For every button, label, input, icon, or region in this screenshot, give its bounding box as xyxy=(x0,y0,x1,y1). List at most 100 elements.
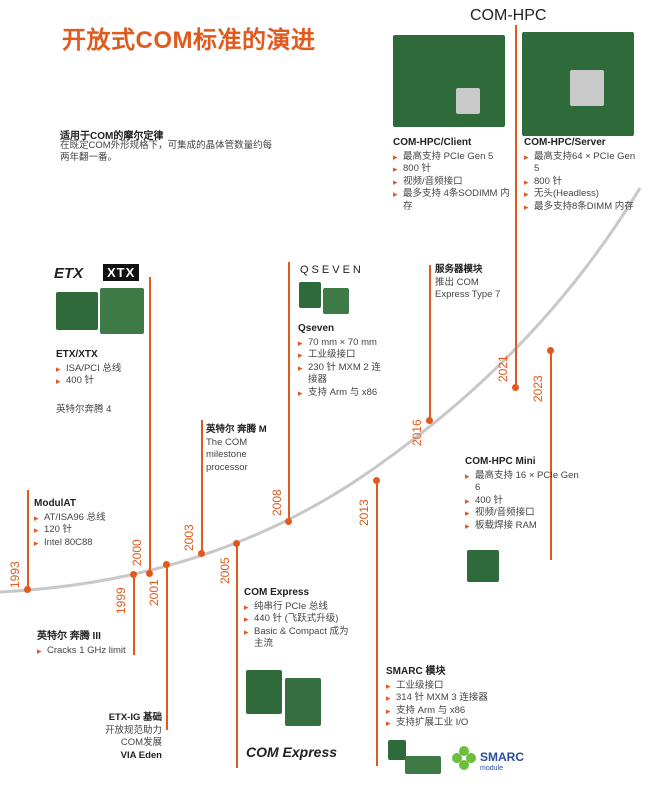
smarc-logo-sub: module xyxy=(480,765,503,772)
comexpress-item: Basic & Compact 成为主流 xyxy=(244,626,354,651)
server-module-text: 推出 COM Express Type 7 xyxy=(435,276,501,301)
xtx-board-image xyxy=(100,288,144,334)
qseven-board-image-2 xyxy=(323,288,349,314)
qseven-board-image xyxy=(299,282,321,308)
comexpress-block: COM Express 纯串行 PCIe 总线 440 针 (飞跃式升级) Ba… xyxy=(244,587,354,651)
smarc-heading: SMARC 模块 xyxy=(386,666,446,677)
etx-ig-line: COM发展 xyxy=(120,737,162,748)
year-2016: 2016 xyxy=(410,419,424,446)
comexpress-heading: COM Express xyxy=(244,587,310,598)
timeline-dot-2003 xyxy=(198,550,205,557)
timeline-dot-2016 xyxy=(426,417,433,424)
moore-text: 在既定COM外形规格下，可集成的晶体管数量约每两年翻一番。 xyxy=(60,140,273,163)
modulat-block: ModulAT AT/ISA96 总线 120 针 Intel 80C88 xyxy=(34,498,129,549)
qseven-logo: QSEVEN xyxy=(300,264,364,276)
modulat-item: 120 针 xyxy=(34,524,129,537)
qseven-heading: Qseven xyxy=(298,323,335,334)
hpc-client-block: COM-HPC/Client 最高支持 PCIe Gen 5 800 针 视频/… xyxy=(393,137,511,213)
timeline-dot-1999 xyxy=(130,571,137,578)
hpc-server-block: COM-HPC/Server 最高支持64 × PCIe Gen 5 800 针… xyxy=(524,137,636,213)
comhpc-logo: COM-HPC xyxy=(470,7,547,24)
smarc-board-image-2 xyxy=(405,756,441,774)
timeline-dot-2023 xyxy=(547,347,554,354)
smarc-item: 支持扩展工业 I/O xyxy=(386,717,496,730)
qseven-item: 支持 Arm 与 x86 xyxy=(298,387,386,400)
modulat-heading: ModulAT xyxy=(34,498,77,509)
timeline-line-2023 xyxy=(550,350,552,560)
etx-ig-via: VIA Eden xyxy=(120,749,162,761)
smarc-logo-text: SMARC xyxy=(480,750,524,764)
hpc-server-item: 800 针 xyxy=(524,176,636,189)
hpc-mini-item: 视频/音频接口 xyxy=(465,507,580,520)
smarc-item: 支持 Arm 与 x86 xyxy=(386,705,496,718)
etx-ig-block: ETX-IG 基础 开放规范助力 COM发展 VIA Eden xyxy=(100,712,162,762)
comhpc-client-cpu-image xyxy=(456,88,480,114)
smarc-board-image xyxy=(388,740,406,760)
comexpress-item: 440 针 (飞跃式升级) xyxy=(244,613,354,626)
server-module-heading: 服务器模块 xyxy=(435,264,483,275)
etx-block: ETX/XTX ISA/PCI 总线 400 针 xyxy=(56,349,146,388)
year-2005: 2005 xyxy=(218,557,232,584)
qseven-item: 70 mm × 70 mm xyxy=(298,337,386,350)
hpc-mini-board-image xyxy=(467,550,499,582)
etx-item: 400 针 xyxy=(56,375,146,388)
pentium-m-block: 英特尔 奔腾 M The COM milestone processor xyxy=(206,424,278,474)
smarc-logo-icon xyxy=(452,746,476,770)
page-title: 开放式COM标准的演进 xyxy=(62,27,316,54)
year-2001: 2001 xyxy=(147,579,161,606)
hpc-mini-heading: COM-HPC Mini xyxy=(465,456,536,467)
timeline-line-2000 xyxy=(149,277,151,575)
etx-board-image xyxy=(56,292,98,330)
comexpress-board-image xyxy=(246,670,282,714)
comexpress-item: 纯串行 PCIe 总线 xyxy=(244,601,354,614)
hpc-server-item: 无头(Headless) xyxy=(524,188,636,201)
timeline-line-2016 xyxy=(429,265,431,421)
hpc-client-item: 800 针 xyxy=(393,163,511,176)
comexpress-logo: COM Express xyxy=(246,744,338,760)
hpc-mini-item: 400 针 xyxy=(465,495,580,508)
timeline-line-2003 xyxy=(201,420,203,554)
timeline-dot-2021 xyxy=(512,384,519,391)
hpc-client-item: 视频/音频接口 xyxy=(393,176,511,189)
timeline-dot-2005 xyxy=(233,540,240,547)
hpc-client-item: 最多支持 4条SODIMM 内存 xyxy=(393,188,511,213)
moore-heading: 适用于COM的摩尔定律 xyxy=(60,131,164,142)
smarc-block: SMARC 模块 工业级接口 314 针 MXM 3 连接器 支持 Arm 与 … xyxy=(386,666,496,730)
timeline-line-2005 xyxy=(236,543,238,768)
qseven-item: 230 针 MXM 2 连接器 xyxy=(298,362,386,387)
modulat-item: AT/ISA96 总线 xyxy=(34,512,129,525)
etx-ig-line: 开放规范助力 xyxy=(104,724,162,736)
hpc-mini-item: 板载焊接 RAM xyxy=(465,520,580,533)
timeline-dot-2008 xyxy=(285,518,292,525)
pentium3-heading: 英特尔 奔腾 III xyxy=(37,631,101,642)
hpc-mini-item: 最高支持 16 × PCIe Gen 6 xyxy=(465,470,580,495)
year-2008: 2008 xyxy=(270,489,284,516)
hpc-mini-block: COM-HPC Mini 最高支持 16 × PCIe Gen 6 400 针 … xyxy=(465,456,580,532)
year-2021: 2021 xyxy=(496,355,510,382)
hpc-server-item: 最高支持64 × PCIe Gen 5 xyxy=(524,151,636,176)
server-module-block: 服务器模块 推出 COM Express Type 7 xyxy=(435,264,510,302)
pentium-m-text: The COM milestone processor xyxy=(206,436,248,473)
hpc-client-item: 最高支持 PCIe Gen 5 xyxy=(393,151,511,164)
comexpress-board-image-2 xyxy=(285,678,321,726)
qseven-item: 工业级接口 xyxy=(298,349,386,362)
smarc-logo: SMARC module xyxy=(480,750,524,774)
pentium-m-heading: 英特尔 奔腾 M xyxy=(206,424,267,435)
year-2003: 2003 xyxy=(182,524,196,551)
comhpc-client-board-image xyxy=(393,35,505,127)
timeline-line-1999 xyxy=(133,575,135,655)
hpc-server-heading: COM-HPC/Server xyxy=(524,137,606,148)
pentium3-block: 英特尔 奔腾 III Cracks 1 GHz limit xyxy=(37,631,137,657)
year-2023: 2023 xyxy=(531,375,545,402)
timeline-dot-2001 xyxy=(163,561,170,568)
etx-logo: ETX xyxy=(54,265,84,282)
hpc-server-item: 最多支持8条DIMM 内存 xyxy=(524,201,636,214)
timeline-line-2001 xyxy=(166,565,168,730)
timeline-dot-2000 xyxy=(146,570,153,577)
pentium4-label: 英特尔奔腾 4 xyxy=(56,404,112,415)
qseven-block: Qseven 70 mm × 70 mm 工业级接口 230 针 MXM 2 连… xyxy=(298,323,386,399)
year-1993: 1993 xyxy=(8,561,22,588)
timeline-line-2008 xyxy=(288,262,290,522)
year-2013: 2013 xyxy=(357,499,371,526)
smarc-item: 314 针 MXM 3 连接器 xyxy=(386,692,496,705)
